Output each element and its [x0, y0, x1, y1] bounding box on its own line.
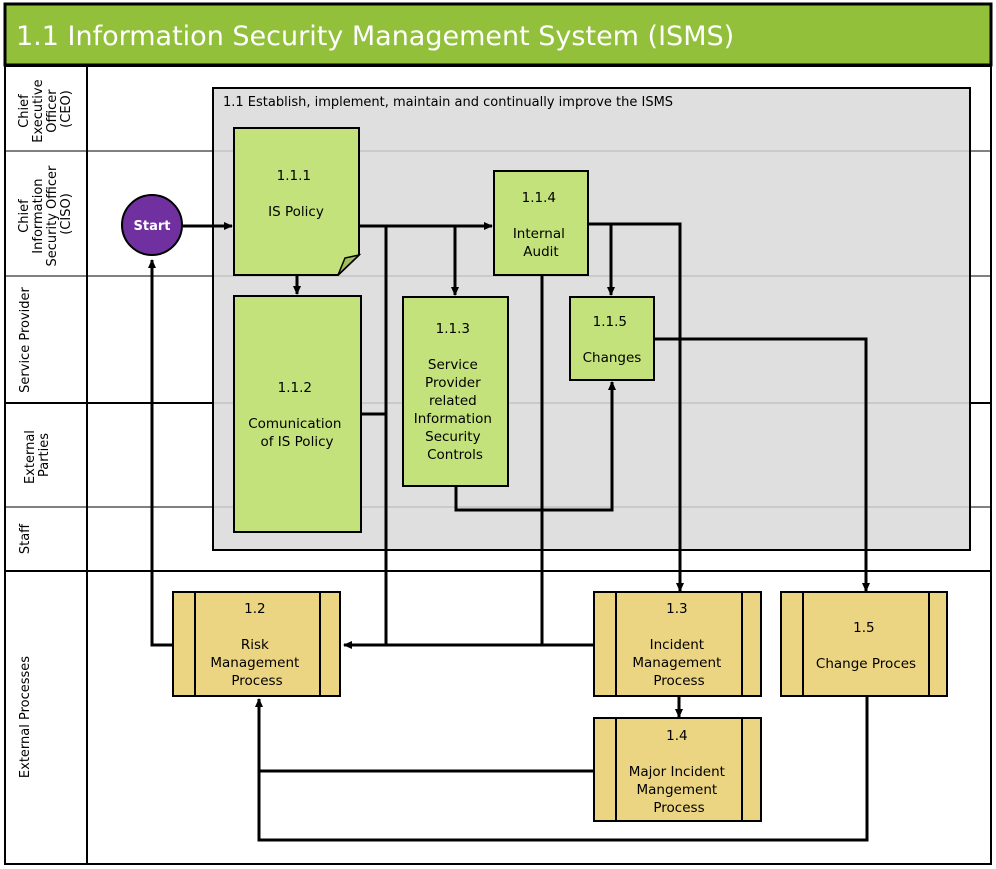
- lane-label-staff: Staff: [18, 523, 33, 554]
- process-label: Change Proces: [816, 656, 916, 672]
- activity-label: of IS Policy: [261, 434, 334, 450]
- lane-labels: Chief Executive Officer (CEO) Chief Info…: [17, 75, 74, 778]
- process-1-3-shape[interactable]: [593, 591, 762, 697]
- connector-1-1-4-to-1-3: [611, 222, 684, 592]
- activity-1-1-1-text: 1.1.1 IS Policy: [268, 168, 324, 220]
- lane-label-service-provider: Service Provider: [18, 286, 33, 392]
- group-title: 1.1 Establish, implement, maintain and c…: [223, 95, 673, 110]
- lane-label-ceo: Chief Executive Officer (CEO): [17, 75, 74, 142]
- lane-label-external-processes: External Processes: [18, 656, 33, 778]
- start-label: Start: [134, 219, 171, 234]
- process-1-2-shape[interactable]: [172, 591, 341, 697]
- activity-1-1-4[interactable]: 1.1.4 Internal Audit: [493, 170, 589, 276]
- activity-number: 1.1.5: [593, 314, 627, 330]
- process-number: 1.3: [666, 601, 687, 617]
- activity-1-1-5[interactable]: 1.1.5 Changes: [569, 296, 655, 381]
- connector-1-2-to-start: [148, 259, 173, 647]
- lane-label-ciso: Chief Information Security Officer (CISO…: [17, 162, 74, 267]
- lane-label-external-parties: External Parties: [23, 426, 52, 484]
- process-label: Management: [632, 655, 721, 671]
- process-1-3-text: 1.3 Incident Management Process: [632, 601, 725, 689]
- activity-label: Audit: [523, 244, 558, 260]
- process-number: 1.4: [666, 728, 687, 744]
- activity-number: 1.1.3: [436, 321, 470, 337]
- process-label: Incident: [650, 637, 704, 653]
- process-label: Process: [653, 800, 704, 816]
- activity-label: related: [429, 393, 477, 409]
- process-label: Management: [210, 655, 299, 671]
- process-1-2-text: 1.2 Risk Management Process: [210, 601, 303, 689]
- activity-1-1-2[interactable]: 1.1.2 Comunication of IS Policy: [233, 295, 362, 533]
- activity-number: 1.1.2: [278, 380, 312, 396]
- page-title: 1.1 Information Security Management Syst…: [16, 21, 734, 52]
- connector-1-1-3-to-1-1-5: [454, 381, 616, 512]
- process-1-4[interactable]: 1.4 Major Incident Mangement Process: [593, 717, 762, 822]
- activity-1-1-3[interactable]: 1.1.3 Service Provider related Informati…: [402, 296, 509, 487]
- process-1-5-text: 1.5 Change Proces: [816, 620, 916, 672]
- activity-label: Provider: [425, 375, 481, 391]
- start-node[interactable]: Start: [121, 194, 183, 256]
- activity-label: Security: [425, 429, 480, 445]
- activity-1-1-1-shape[interactable]: [233, 127, 360, 276]
- process-1-4-shape[interactable]: [593, 717, 762, 822]
- process-label: Process: [231, 673, 282, 689]
- activity-label: Service: [428, 357, 478, 373]
- process-label: Mangement: [637, 782, 718, 798]
- activity-1-1-2-text: 1.1.2 Comunication of IS Policy: [248, 380, 346, 450]
- activity-1-1-4-text: 1.1.4 Internal Audit: [513, 190, 569, 260]
- activity-label: Comunication: [248, 416, 341, 432]
- process-number: 1.5: [853, 620, 874, 636]
- process-label: Major Incident: [629, 764, 725, 780]
- page-fold-icon: [337, 253, 362, 276]
- activity-1-1-1[interactable]: 1.1.1 IS Policy: [233, 127, 362, 276]
- process-1-3[interactable]: 1.3 Incident Management Process: [593, 591, 762, 697]
- activity-label: Information: [414, 411, 492, 427]
- activity-1-1-2-shape[interactable]: [233, 295, 362, 533]
- activity-1-1-5-shape[interactable]: [569, 296, 655, 381]
- process-1-4-text: 1.4 Major Incident Mangement Process: [629, 728, 730, 816]
- start-circle[interactable]: [121, 194, 183, 256]
- connector-1-5-to-1-2: [255, 696, 869, 842]
- process-number: 1.2: [244, 601, 265, 617]
- process-1-2[interactable]: 1.2 Risk Management Process: [172, 591, 341, 697]
- activity-1-1-3-shape[interactable]: [402, 296, 509, 487]
- activity-1-1-3-text: 1.1.3 Service Provider related Informati…: [414, 321, 496, 463]
- process-label: Risk: [241, 637, 269, 653]
- activity-number: 1.1.1: [277, 168, 311, 184]
- title-bar: [3, 2, 993, 67]
- activity-1-1-4-shape[interactable]: [493, 170, 589, 276]
- activity-label: IS Policy: [268, 204, 324, 220]
- connectors: [148, 222, 870, 842]
- process-1-5[interactable]: 1.5 Change Proces: [780, 591, 948, 697]
- activity-1-1-5-text: 1.1.5 Changes: [583, 314, 642, 366]
- process-label: Process: [653, 673, 704, 689]
- activity-label: Changes: [583, 350, 642, 366]
- activity-label: Internal: [513, 226, 565, 242]
- activity-label: Controls: [427, 447, 483, 463]
- connector-1-1-5-to-1-5: [655, 337, 870, 592]
- process-1-5-shape[interactable]: [780, 591, 948, 697]
- activity-number: 1.1.4: [522, 190, 556, 206]
